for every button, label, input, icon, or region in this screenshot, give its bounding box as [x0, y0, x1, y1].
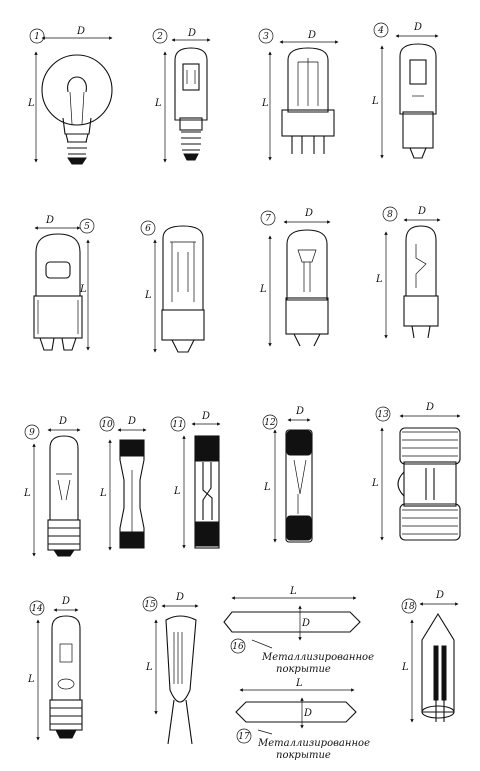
- lamp-4: 4 D L: [371, 22, 439, 159]
- lamp-15: 15 D L: [142, 592, 199, 745]
- lamp-1: 1 D L: [27, 26, 113, 165]
- lamp-16-length-label: L: [289, 586, 297, 597]
- lamp-10-number: 10: [101, 420, 113, 430]
- lamp-17-diameter-label: D: [303, 708, 312, 719]
- lamp-9-diameter-label: D: [58, 416, 67, 427]
- lamp-4-number: 4: [377, 26, 384, 36]
- lamp-12-number: 12: [264, 418, 276, 428]
- lamp-7-diameter-label: D: [304, 208, 313, 219]
- lamp-4-length-label: L: [371, 96, 379, 107]
- lamp-12: 12 D L: [262, 406, 313, 543]
- lamp-9: 9 D L: [23, 416, 81, 557]
- lamp-6: 6 L: [140, 220, 205, 353]
- lamp-7: 7 D L: [259, 208, 331, 347]
- lamp-11-diameter-label: D: [201, 411, 210, 422]
- lamp-13-length-label: L: [371, 478, 379, 489]
- lamp-8-length-label: L: [375, 274, 383, 285]
- lamp-16-number: 16: [232, 642, 244, 652]
- lamp-3: 3 D L: [258, 28, 339, 161]
- lamp-14-length-label: L: [27, 674, 35, 685]
- lamp-6-length-label: L: [144, 290, 152, 301]
- lamp-1-length-label: L: [27, 98, 35, 109]
- lamp-4-diameter-label: D: [413, 22, 422, 33]
- lamp-14-number: 14: [31, 604, 43, 614]
- lamp-7-number: 7: [265, 214, 271, 224]
- lamp-1-diameter-label: D: [76, 26, 85, 37]
- lamp-15-diameter-label: D: [175, 592, 184, 603]
- lamp-10: 10 D L: [99, 416, 147, 551]
- lamp-13: 13 D L: [371, 402, 461, 541]
- lamp-8: 8 D L: [375, 206, 441, 339]
- lamp-18: 18 D L: [401, 590, 459, 723]
- lamp-17-note-line1: Металлизированное: [257, 738, 370, 749]
- lamp-8-number: 8: [387, 210, 393, 220]
- lamp-2-diameter-label: D: [187, 28, 196, 39]
- lamp-11-number: 11: [172, 420, 183, 430]
- lamp-12-diameter-label: D: [295, 406, 304, 417]
- lamp-18-number: 18: [403, 602, 415, 612]
- lamp-11-length-label: L: [173, 486, 181, 497]
- lamp-9-number: 9: [29, 428, 35, 438]
- lamp-5-number: 5: [84, 222, 90, 232]
- lamp-6-number: 6: [145, 224, 151, 234]
- lamp-5-length-label: L: [79, 284, 87, 295]
- lamp-17-length-label: L: [295, 678, 303, 689]
- lamp-3-length-label: L: [261, 98, 269, 109]
- lamp-1-number: 1: [34, 32, 40, 42]
- lamp-10-length-label: L: [99, 488, 107, 499]
- lamp-3-diameter-label: D: [307, 30, 316, 41]
- lamp-15-length-label: L: [145, 662, 153, 673]
- lamp-9-length-label: L: [23, 488, 31, 499]
- lamp-18-length-label: L: [401, 662, 409, 673]
- lamp-16: L D 16 Металлизированное покрытие: [223, 586, 374, 675]
- lamp-1-number-circle: [29, 28, 45, 44]
- lamp-14: 14 D L: [27, 596, 83, 741]
- lamp-3-number: 3: [263, 32, 269, 42]
- lamp-2-length-label: L: [154, 98, 162, 109]
- lamp-17: L D 17 Металлизированное покрытие: [235, 678, 370, 761]
- lamp-17-note-line2: покрытие: [276, 750, 331, 761]
- lamp-12-length-label: L: [263, 482, 271, 493]
- lamp-13-number: 13: [377, 410, 389, 420]
- lamp-14-diameter-label: D: [61, 596, 70, 607]
- lamp-2: 2 D L: [152, 28, 211, 163]
- lamp-16-diameter-label: D: [301, 618, 310, 629]
- lamp-16-note-line2: покрытие: [276, 664, 331, 675]
- lamp-16-note-line1: Металлизированное: [261, 652, 374, 663]
- lamp-13-diameter-label: D: [425, 402, 434, 413]
- lamp-18-diameter-label: D: [435, 590, 444, 601]
- lamp-7-length-label: L: [259, 284, 267, 295]
- lamp-5: 5 D L: [33, 215, 95, 351]
- lamp-5-diameter-label: D: [45, 215, 54, 226]
- lamp-15-number: 15: [144, 600, 156, 610]
- lamp-8-diameter-label: D: [417, 206, 426, 217]
- lamp-10-diameter-label: D: [127, 416, 136, 427]
- lamp-11: 11 D L: [170, 411, 221, 549]
- lamp-2-number: 2: [156, 32, 163, 42]
- lamp-17-number: 17: [238, 732, 250, 742]
